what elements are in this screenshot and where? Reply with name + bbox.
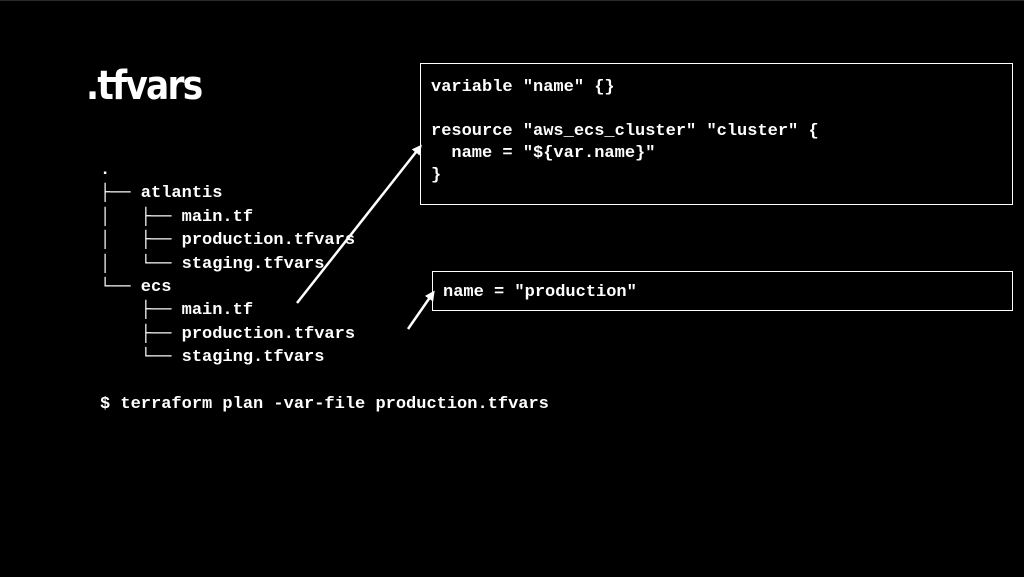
tree-line: │ ├── main.tf <box>100 208 254 227</box>
tree-line: ├── main.tf <box>100 301 254 320</box>
tree-line: ├── production.tfvars <box>100 325 356 344</box>
tree-line: . <box>100 161 111 180</box>
main-tf-code-box: variable "name" {} resource "aws_ecs_clu… <box>420 63 1013 205</box>
tree-line: └── staging.tfvars <box>100 348 325 367</box>
tree-line: ├── atlantis <box>100 184 223 203</box>
tree-line: └── ecs <box>100 278 172 297</box>
tfvars-code-box: name = "production" <box>432 271 1013 311</box>
code-line: } <box>431 166 442 185</box>
code-line: variable "name" {} <box>431 78 615 97</box>
tree-line: │ └── staging.tfvars <box>100 255 325 274</box>
terraform-command: $ terraform plan -var-file production.tf… <box>100 395 549 414</box>
tree-line: │ ├── production.tfvars <box>100 231 356 250</box>
arrow-tfvars-to-code <box>406 290 435 330</box>
code-line: name = "${var.name}" <box>431 144 656 163</box>
code-line: name = "production" <box>443 283 637 302</box>
code-line: resource "aws_ecs_cluster" "cluster" { <box>431 122 819 141</box>
slide-title: .tfvars <box>86 63 203 109</box>
arrow-main-tf-to-code <box>296 144 422 304</box>
